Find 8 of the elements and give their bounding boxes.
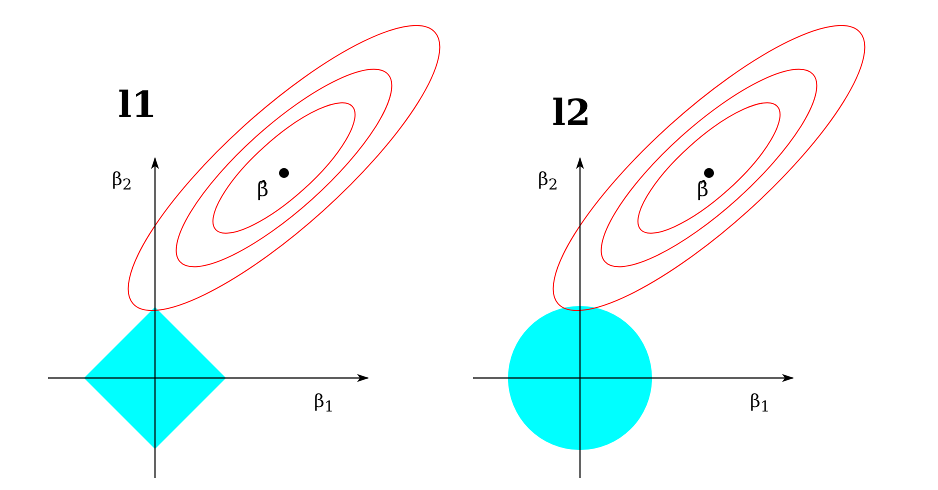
estimate-label: β̂ [257, 176, 269, 202]
panel-title: l2 [552, 91, 591, 136]
axis-label: β$_{2}$ [112, 168, 132, 196]
estimate-label: β̂ [697, 176, 709, 202]
panel-title: l1 [118, 83, 157, 128]
axis-label: β$_{2}$ [538, 168, 558, 196]
axis-label: β$_{1}$ [314, 390, 334, 418]
axis-label: β$_{1}$ [750, 390, 770, 418]
